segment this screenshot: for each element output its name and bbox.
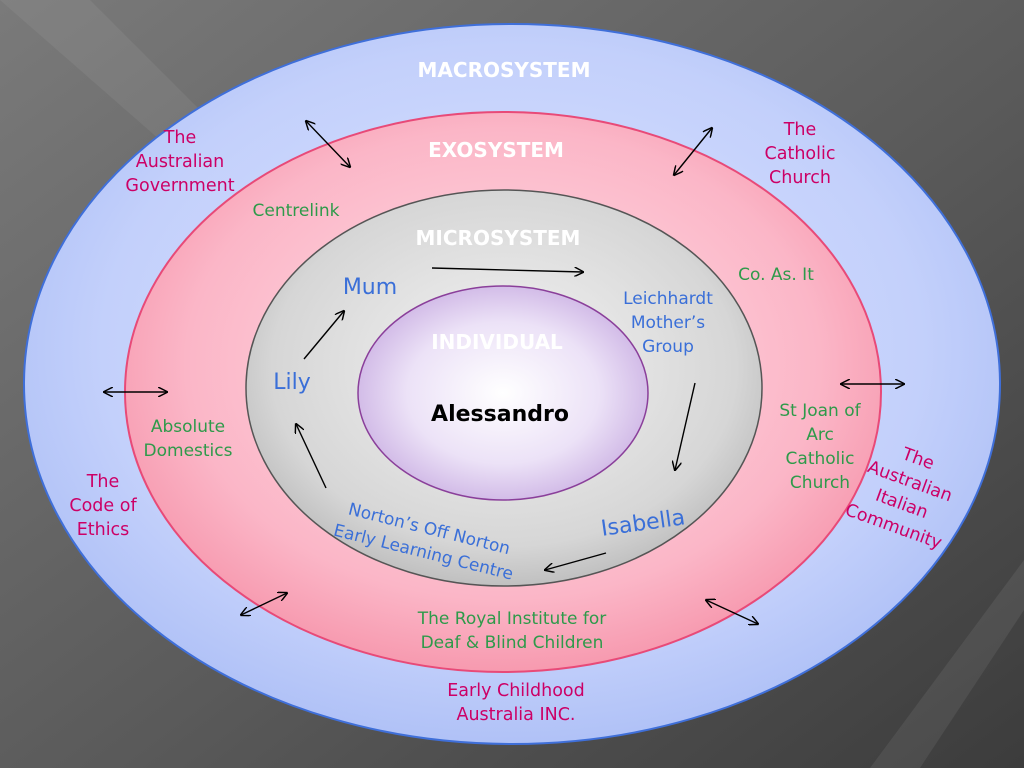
exo-absolute-domestics: Absolute Domestics (144, 417, 233, 461)
macro-text-line: Government (125, 176, 234, 196)
arrow-isabella-to-nortons (545, 552, 607, 570)
micro-text-line: Group (642, 337, 694, 357)
micro-leichhardt-mothers-group: Leichhardt Mother’s Group (623, 289, 713, 357)
exosystem-label: EXOSYSTEM (428, 138, 564, 162)
individual-ring (357, 285, 649, 501)
exo-coasit: Co. As. It (738, 265, 814, 285)
double-arrow-bottom-left (241, 593, 287, 615)
macro-text-line: Australian (136, 152, 225, 172)
arrow-lily-to-mum (303, 311, 344, 360)
micro-mum: Mum (343, 275, 397, 300)
macro-code-of-ethics: The Code of Ethics (69, 472, 137, 540)
exo-text-line: Domestics (144, 441, 233, 461)
macro-text-line: Ethics (77, 520, 130, 540)
double-arrow-bottom-right (706, 600, 758, 624)
macro-text-line: Early Childhood (447, 681, 585, 701)
macro-text-line: Australia INC. (456, 705, 575, 725)
macro-text-line: Catholic (765, 144, 836, 164)
center-name: Alessandro (431, 402, 569, 427)
macro-australian-government: The Australian Government (125, 128, 234, 196)
macro-early-childhood-australia: Early Childhood Australia INC. (447, 681, 585, 725)
arrow-leichhardt-to-isabella (675, 382, 696, 470)
macro-text-line: The (783, 120, 817, 140)
exo-text-line: Arc (806, 425, 834, 445)
exo-centrelink: Centrelink (253, 201, 340, 221)
exo-royal-institute: The Royal Institute for Deaf & Blind Chi… (417, 609, 606, 653)
individual-label: INDIVIDUAL (431, 330, 563, 354)
exo-st-joan-of-arc: St Joan of Arc Catholic Church (779, 401, 861, 493)
exo-text-line: St Joan of (779, 401, 861, 421)
micro-text-line: Mother’s (631, 313, 705, 333)
microsystem-arrows (296, 268, 696, 570)
exo-text-line: Deaf & Blind Children (421, 633, 604, 653)
double-arrow-top-right (674, 128, 712, 175)
double-arrow-top-left (306, 121, 350, 167)
arrow-mum-to-leichhardt (431, 268, 583, 272)
bidirectional-arrows (104, 121, 904, 624)
arrow-nortons-to-lily (296, 424, 327, 489)
exo-text-line: Absolute (151, 417, 225, 437)
macro-text-line: Church (769, 168, 831, 188)
micro-lily: Lily (273, 370, 311, 395)
exo-text-line: The Royal Institute for (417, 609, 606, 629)
macro-text-line: Code of (69, 496, 137, 516)
macro-text-line: The (86, 472, 120, 492)
micro-text-line: Leichhardt (623, 289, 713, 309)
macrosystem-label: MACROSYSTEM (418, 58, 591, 82)
exo-text-line: Church (790, 473, 850, 493)
macro-text-line: The (163, 128, 197, 148)
background-stripe-bottom (870, 560, 1024, 768)
microsystem-label: MICROSYSTEM (416, 226, 581, 250)
exo-text-line: Catholic (786, 449, 855, 469)
macro-catholic-church: The Catholic Church (765, 120, 836, 188)
